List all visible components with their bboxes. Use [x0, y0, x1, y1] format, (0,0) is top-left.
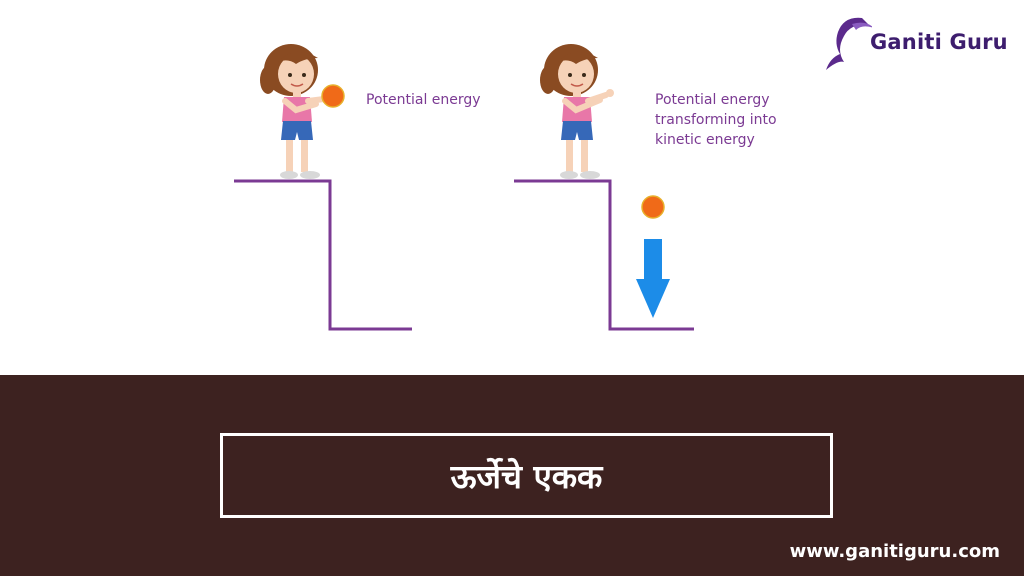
- title-frame: ऊर्जेचे एकक: [220, 433, 833, 518]
- page-title: ऊर्जेचे एकक: [450, 457, 603, 496]
- website-url: www.ganitiguru.com: [789, 541, 1000, 562]
- girl-illustration-right: [540, 44, 614, 179]
- ball-held: [321, 84, 345, 108]
- logo-swirl-icon: [826, 17, 874, 70]
- down-arrow-icon: [636, 239, 670, 318]
- girl-illustration-left: [260, 44, 327, 179]
- ball-falling: [641, 195, 665, 219]
- illustration-area: [0, 0, 1024, 375]
- right-step-outline: [514, 179, 694, 331]
- transforming-energy-caption: Potential energy transforming into kinet…: [655, 92, 777, 148]
- title-banner: [0, 375, 1024, 576]
- potential-energy-caption: Potential energy: [366, 92, 481, 108]
- left-step-outline: [234, 179, 412, 331]
- energy-diagram: [234, 44, 694, 331]
- brand-name: Ganiti Guru: [870, 30, 1008, 54]
- brand-logo: [822, 10, 1012, 82]
